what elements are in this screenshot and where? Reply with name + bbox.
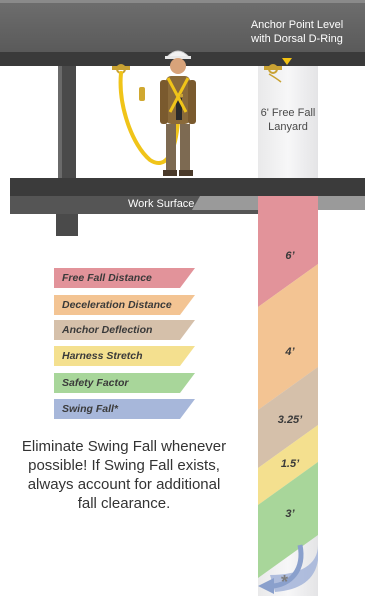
worker-figure: [160, 51, 196, 176]
lanyard-label-line1: 6' Free Fall: [248, 106, 328, 120]
legend-label-free-fall: Free Fall Distance: [62, 268, 152, 288]
d-ring-icon: [180, 94, 183, 97]
lanyard-label: 6' Free Fall Lanyard: [248, 106, 328, 134]
legend-label-safety-factor: Safety Factor: [62, 373, 129, 393]
work-surface-beam: [10, 178, 365, 196]
anchor-label-line2: with Dorsal D-Ring: [243, 32, 351, 46]
segment-value-deceleration: 4’: [260, 346, 320, 358]
segment-value-harness-stretch: 1.5’: [260, 458, 320, 470]
segment-value-free-fall: 6’: [260, 250, 320, 262]
anchor-beam-top-edge: [0, 0, 365, 3]
legend-label-swing-fall: Swing Fall*: [62, 399, 118, 419]
segment-value-safety-factor: 3’: [260, 508, 320, 520]
work-surface-label: Work Surface: [128, 197, 208, 211]
lanyard-label-line2: Lanyard: [248, 120, 328, 134]
note-line3: always account for additional: [0, 475, 248, 494]
note-line4: fall clearance.: [0, 494, 248, 513]
swing-fall-asterisk: *: [281, 572, 288, 593]
legend-label-harness-stretch: Harness Stretch: [62, 346, 143, 366]
segment-value-anchor-deflection: 3.25’: [260, 414, 320, 426]
swing-fall-note: Eliminate Swing Fall whenever possible! …: [0, 437, 248, 513]
lanyard-hook-icon: [139, 87, 145, 101]
support-post-highlight: [58, 66, 62, 178]
legend-label-deceleration: Deceleration Distance: [62, 295, 172, 315]
note-line1: Eliminate Swing Fall whenever: [0, 437, 248, 456]
anchor-point-label: Anchor Point Level with Dorsal D-Ring: [243, 18, 351, 46]
anchor-label-line1: Anchor Point Level: [243, 18, 351, 32]
work-surface-support: [56, 214, 78, 236]
note-line2: possible! If Swing Fall exists,: [0, 456, 248, 475]
legend-label-anchor-deflection: Anchor Deflection: [62, 320, 152, 340]
